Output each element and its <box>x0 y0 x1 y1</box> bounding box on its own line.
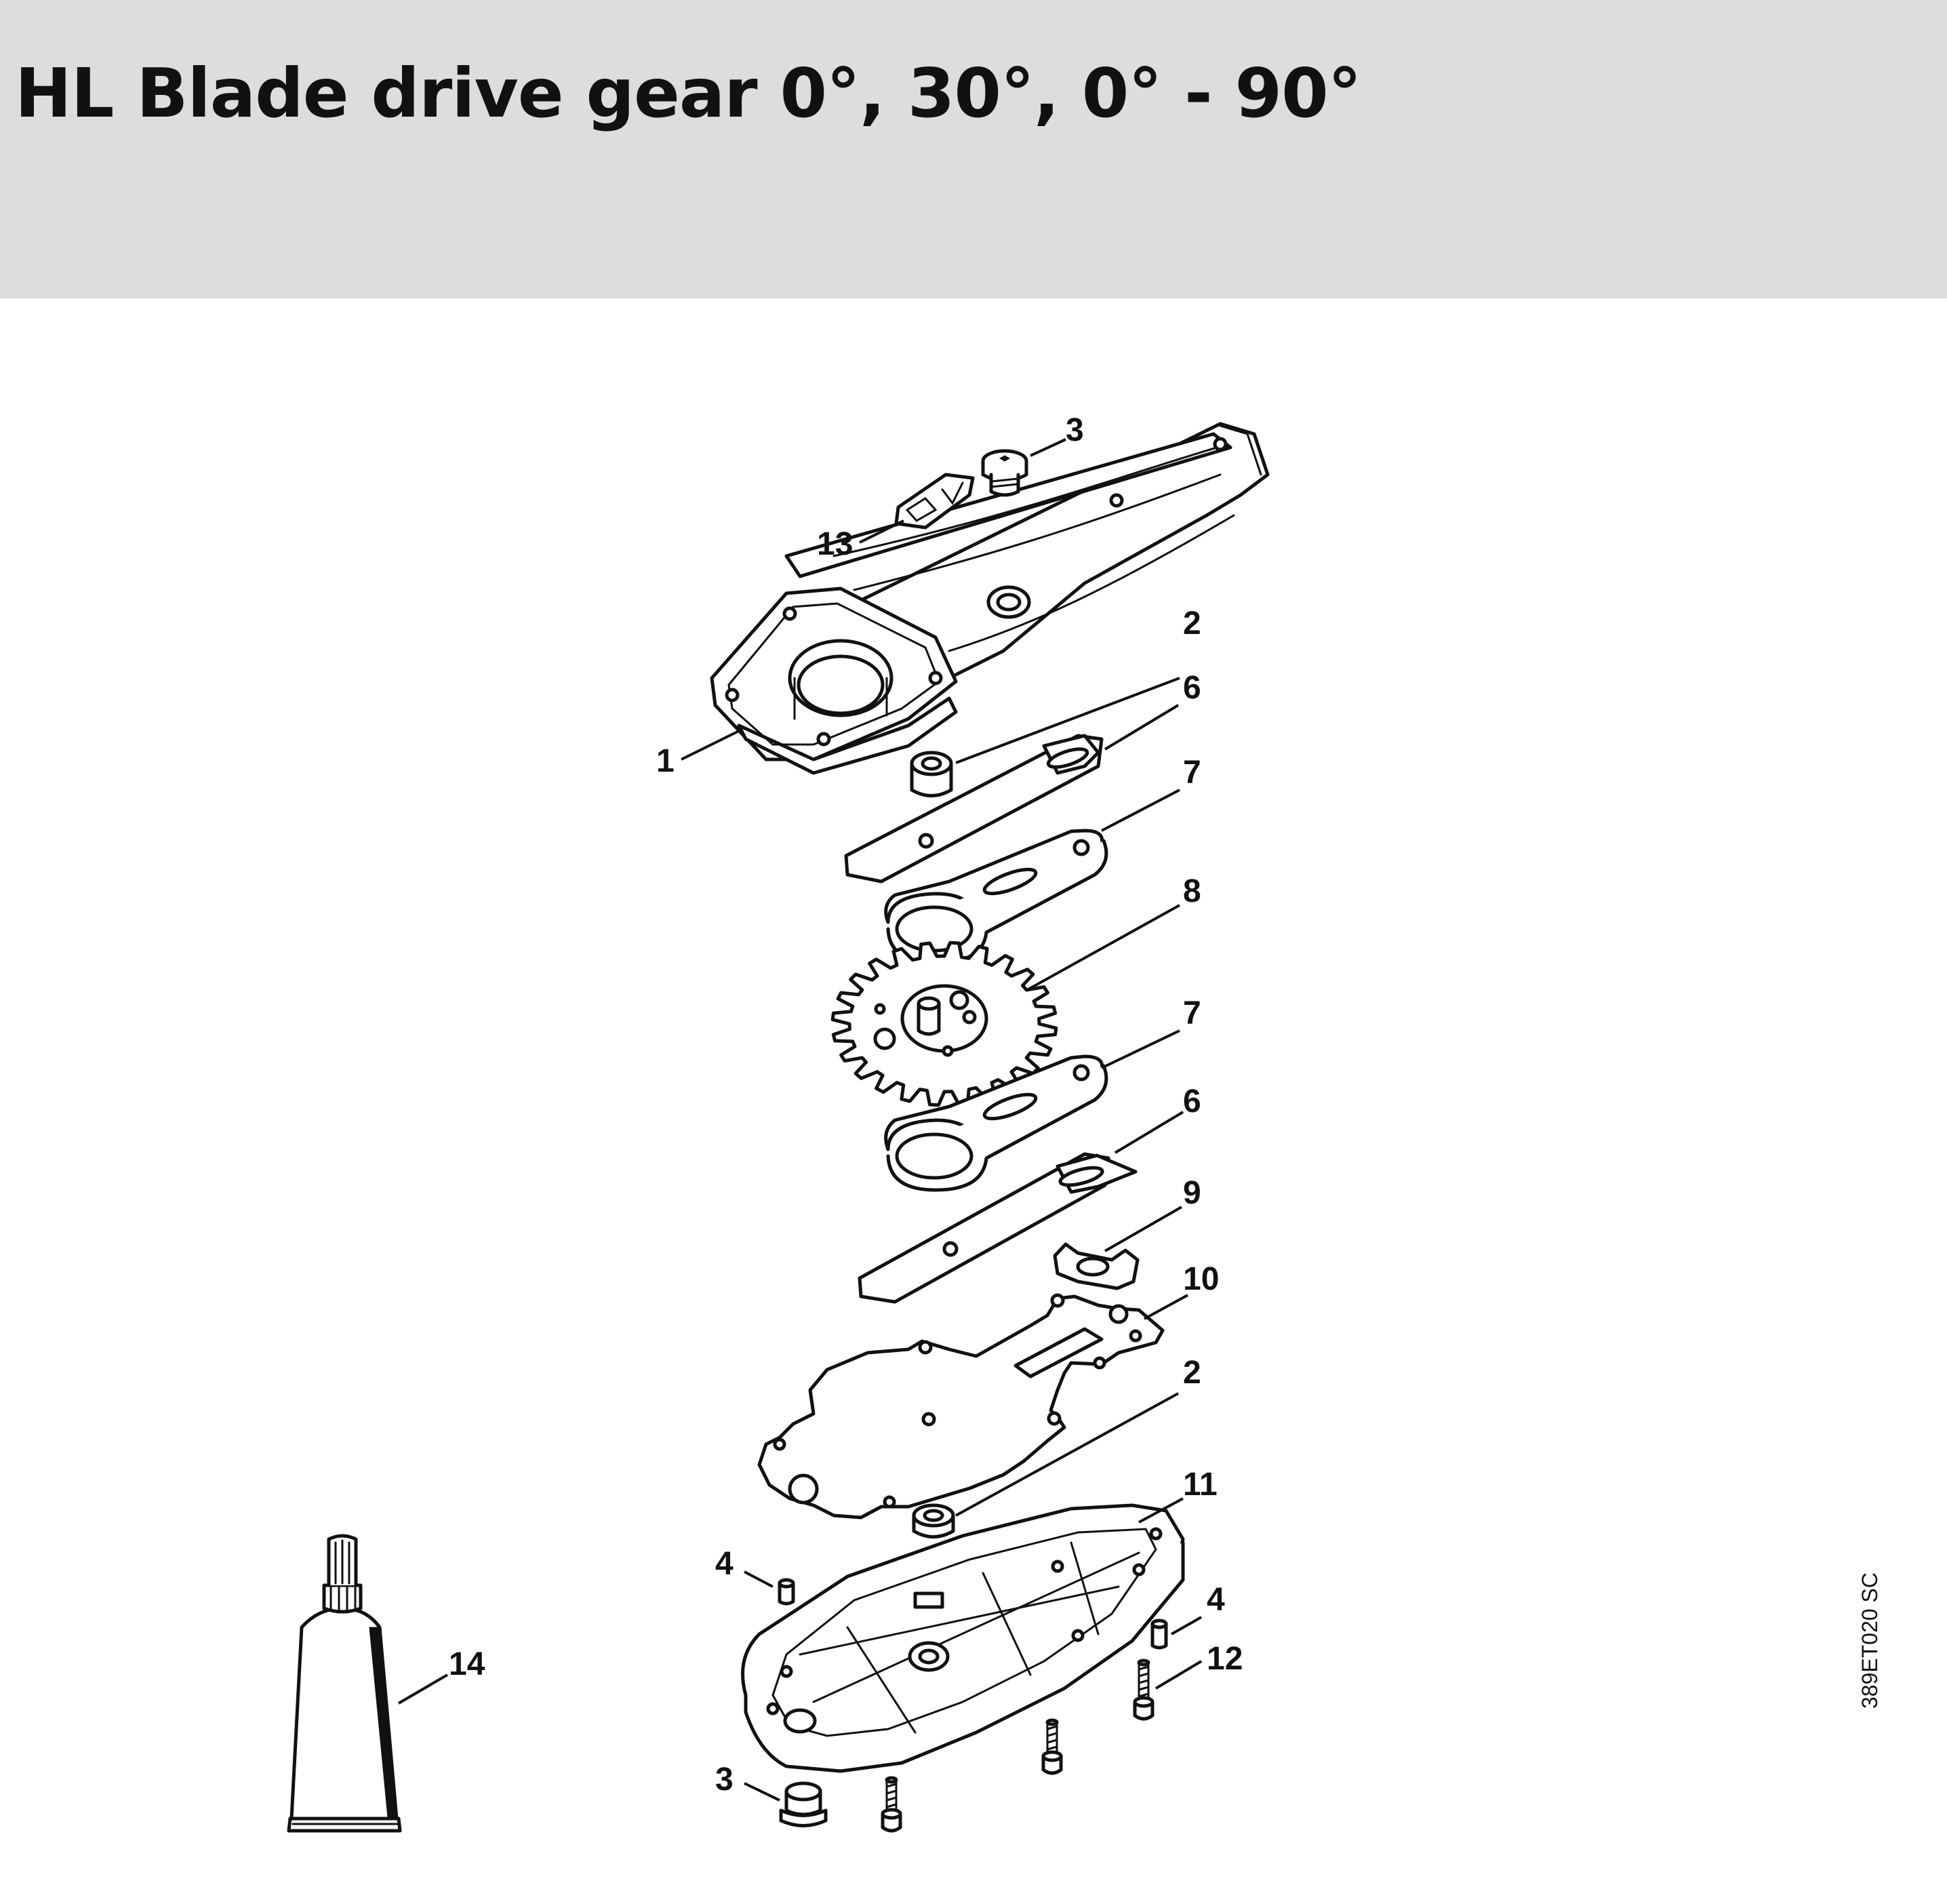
part-4-pin-left <box>778 1578 795 1606</box>
callout-10: 10 <box>1183 1261 1219 1297</box>
part-7-connecting-rod-lower <box>884 1054 1108 1192</box>
callout-8: 8 <box>1183 873 1201 909</box>
callout-labels: 3 13 2 6 1 7 8 7 6 9 10 2 11 4 4 12 14 3 <box>449 412 1243 1798</box>
part-2-slide-plate-top <box>844 734 1104 884</box>
leader-lines <box>397 438 1203 1802</box>
callout-14: 14 <box>449 1646 485 1682</box>
part-9-retaining-clip <box>1053 1242 1140 1290</box>
callout-2-top: 2 <box>1183 606 1201 641</box>
callout-4-left: 4 <box>715 1546 734 1582</box>
drawing-code: 389ET020 SC <box>1858 1572 1882 1709</box>
part-11-bushing <box>912 1503 955 1539</box>
callout-12: 12 <box>1207 1641 1243 1677</box>
callout-7-lower: 7 <box>1183 995 1201 1031</box>
callout-1: 1 <box>656 743 675 779</box>
exploded-parts-diagram: 3 13 2 6 1 7 8 7 6 9 10 2 11 4 4 12 14 3 <box>0 298 1947 1904</box>
callout-7-upper: 7 <box>1183 755 1201 791</box>
part-10-gasket <box>757 1293 1165 1520</box>
part-6-bushing-top <box>910 751 953 797</box>
callout-2-lower: 2 <box>1183 1355 1201 1391</box>
part-4-pin-right <box>1150 1619 1168 1650</box>
callout-9: 9 <box>1183 1175 1201 1211</box>
callout-11: 11 <box>1183 1467 1218 1503</box>
part-8-drive-gear <box>830 940 1058 1107</box>
part-6-slide-plate-lower <box>858 1152 1138 1304</box>
part-12-screw-middle <box>1041 1718 1063 1775</box>
part-3-plug-screw-bottom <box>779 1781 828 1827</box>
callout-6-top: 6 <box>1183 670 1201 706</box>
part-11-cover-plate <box>741 1503 1185 1773</box>
part-12-screw-left <box>881 1776 902 1833</box>
callout-3-top: 3 <box>1066 412 1084 448</box>
callout-6-lower: 6 <box>1183 1084 1201 1119</box>
part-14-grease-tube <box>287 1534 402 1833</box>
part-12-screw-right <box>1133 1659 1155 1721</box>
part-1-gear-housing <box>710 422 1270 775</box>
diagram-canvas: 3 13 2 6 1 7 8 7 6 9 10 2 11 4 4 12 14 3 <box>287 412 1270 1833</box>
callout-3-bottom: 3 <box>715 1762 734 1798</box>
callout-13: 13 <box>817 526 853 562</box>
callout-4-right: 4 <box>1207 1582 1225 1618</box>
header-band: HL Blade drive gear 0°, 30°, 0° - 90° <box>0 0 1947 298</box>
page-title: HL Blade drive gear 0°, 30°, 0° - 90° <box>15 54 1362 133</box>
part-3-plug-screw-top <box>981 449 1028 497</box>
